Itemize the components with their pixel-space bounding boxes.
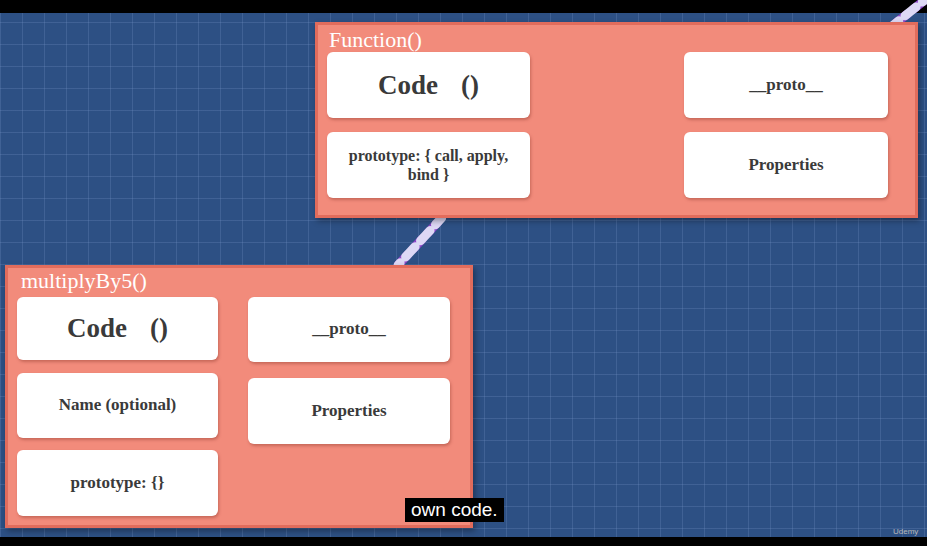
box-title: Function() — [329, 28, 422, 52]
watermark: Udemy — [893, 527, 918, 536]
property-box: prototype: { call, apply, bind } — [327, 132, 530, 198]
letterbox-bar — [0, 0, 927, 13]
prototype-chain — [398, 218, 442, 265]
box-text: prototype: { call, apply, bind } — [344, 146, 514, 184]
box-text: __proto__ — [749, 75, 822, 95]
property-box: Name (optional) — [17, 373, 218, 438]
property-box: __proto__ — [248, 297, 450, 362]
chain-link — [398, 218, 442, 265]
box-text: __proto__ — [312, 319, 385, 339]
box-text: Properties — [748, 155, 823, 175]
property-box: Code () — [327, 52, 530, 118]
property-box: __proto__ — [684, 52, 888, 118]
box-text: Code () — [378, 69, 479, 101]
chain-link — [398, 218, 442, 265]
box-text: Properties — [311, 401, 386, 421]
subtitle: own code. — [405, 498, 504, 522]
object-box: Function() Code () __proto__ prototype: { c… — [315, 22, 918, 218]
property-box: prototype: {} — [17, 450, 218, 516]
object-box: multiplyBy5() Code () __proto__ Name (optio… — [5, 265, 473, 528]
letterbox-bar — [0, 537, 927, 546]
box-text: prototype: {} — [71, 473, 165, 493]
box-text: Code () — [67, 312, 168, 344]
property-box: Properties — [248, 378, 450, 444]
property-box: Properties — [684, 132, 888, 198]
box-text: Name (optional) — [59, 395, 177, 415]
property-box: Code () — [17, 297, 218, 360]
box-title: multiplyBy5() — [21, 269, 147, 293]
